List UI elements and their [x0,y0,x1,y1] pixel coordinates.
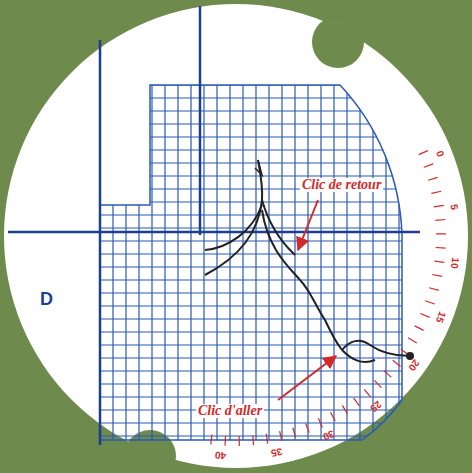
scale-ticks [211,151,446,446]
scale-number: 35 [270,446,283,458]
scale-number: 15 [434,310,447,324]
side-letter: D [40,290,53,308]
scale-number: 40 [215,450,227,461]
scale-number: 5 [449,204,460,211]
trace [205,160,410,362]
axis-line [8,231,420,234]
callout-label: Clic d'aller [196,404,264,418]
leader-arrow [278,356,336,400]
axis-line [99,40,102,445]
notch [312,16,364,68]
scale-number: 20 [407,358,422,373]
grid-border [100,85,402,440]
scale-number: 30 [322,428,336,442]
disc [4,4,468,468]
scale-number: 0 [434,149,445,158]
scale-number: 25 [368,398,383,413]
scale-number: 10 [449,257,460,269]
callout-label: Clic de retour [300,178,383,192]
axis-line [199,6,202,235]
grid [95,80,410,445]
leader-arrow [298,200,318,250]
